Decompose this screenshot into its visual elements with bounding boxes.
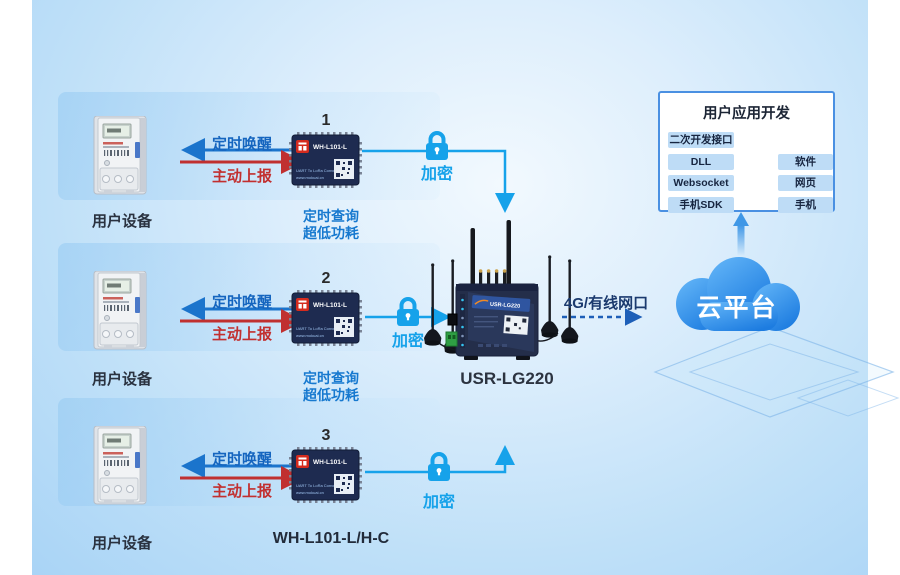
lora-module-3: WH-L101-L UART To LoRa Converter www.mok… <box>289 447 362 503</box>
wan-label: 4G/有线网口 <box>563 295 649 312</box>
lora-module-2: WH-L101-L UART To LoRa Converter www.mok… <box>289 290 362 346</box>
module-name-text: WH-L101-L <box>313 459 347 466</box>
module-desc-text: UART To LoRa Converter <box>296 326 342 331</box>
gateway-label: USR-LG220 <box>460 369 554 388</box>
module-name-text: WH-L101-L <box>313 144 347 151</box>
app-item-mobile-sdk[interactable]: 手机SDK <box>668 196 734 213</box>
meter-device-1 <box>93 116 147 195</box>
app-box-title: 用户应用开发 <box>703 106 790 122</box>
wake-label-2: 定时唤醒 <box>211 294 272 311</box>
device-label-1: 用户设备 <box>91 213 152 230</box>
app-item-software[interactable]: 软件 <box>778 153 833 170</box>
app-item-dev-api[interactable]: 二次开发接口 <box>668 132 734 148</box>
meter-device-2 <box>93 271 147 350</box>
cloud-icon <box>676 257 800 331</box>
module-model-label: WH-L101-L/H-C <box>272 530 390 547</box>
module-desc-text: UART To LoRa Converter <box>296 483 342 488</box>
module-site-text: www.mokuai.cn <box>296 333 324 338</box>
cloud-label: 云平台 <box>696 294 778 322</box>
magnetic-antennas-right <box>533 255 579 344</box>
wake-label-1: 定时唤醒 <box>211 136 272 153</box>
report-label-3: 主动上报 <box>211 483 272 500</box>
module-number-2: 2 <box>321 270 331 287</box>
report-label-2: 主动上报 <box>211 326 272 343</box>
antenna-connectors <box>478 269 507 284</box>
app-item-webpage[interactable]: 网页 <box>778 175 833 191</box>
encrypt-label-2: 加密 <box>391 333 424 350</box>
device-label-2: 用户设备 <box>91 371 152 388</box>
module-number-1: 1 <box>321 112 331 129</box>
wake-label-3: 定时唤醒 <box>211 451 272 468</box>
device-label-3: 用户设备 <box>91 535 152 552</box>
encrypt-label-1: 加密 <box>420 166 453 183</box>
power-label-1: 超低功耗 <box>303 225 359 241</box>
meter-device-3 <box>93 426 147 505</box>
lora-module-1: WH-L101-L UART To LoRa Converter www.mok… <box>289 132 362 188</box>
encrypt-label-3: 加密 <box>422 494 455 511</box>
power-label-2: 超低功耗 <box>303 387 359 403</box>
app-item-phone[interactable]: 手机 <box>778 196 833 213</box>
app-development-box: 用户应用开发 二次开发接口 DLL Websocket 手机SDK 软件 网页 … <box>658 91 835 213</box>
module-name-text: WH-L101-L <box>313 302 347 309</box>
gateway-device: USR-LG220 <box>424 220 579 360</box>
module-site-text: www.mokuai.cn <box>296 490 324 495</box>
module-number-3: 3 <box>321 427 331 444</box>
app-item-dll[interactable]: DLL <box>668 153 734 170</box>
query-label-1: 定时查询 <box>303 208 359 224</box>
gateway-panel-label: USR-LG220 <box>490 302 521 310</box>
module-site-text: www.mokuai.cn <box>296 175 324 180</box>
gateway-body: USR-LG220 <box>445 283 539 360</box>
module-desc-text: UART To LoRa Converter <box>296 168 342 173</box>
app-item-websocket[interactable]: Websocket <box>668 175 734 191</box>
report-label-1: 主动上报 <box>211 168 272 185</box>
query-label-2: 定时查询 <box>303 370 359 386</box>
